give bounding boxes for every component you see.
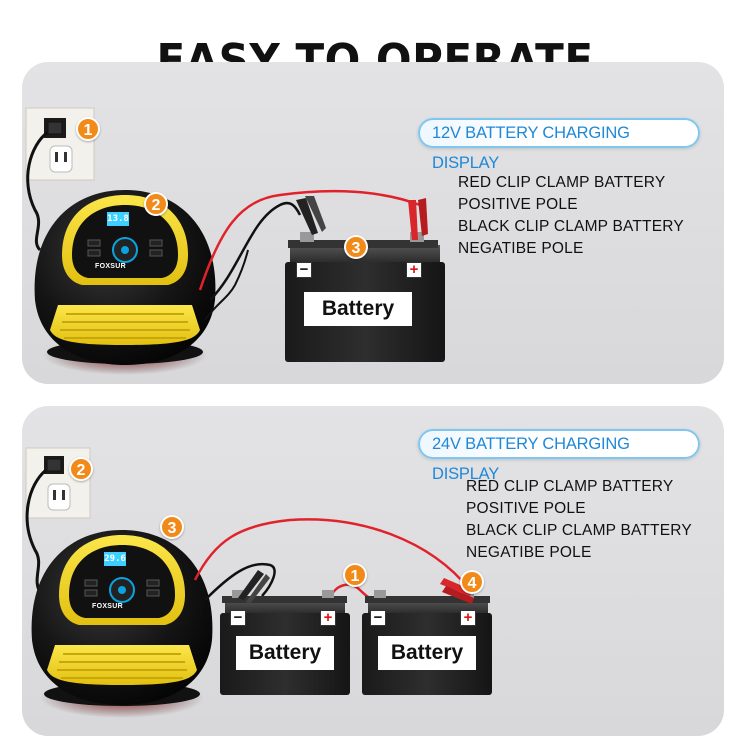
section-header-24v: 24V BATTERY CHARGING DISPLAY bbox=[418, 429, 700, 483]
positive-terminal-label: + bbox=[320, 610, 336, 626]
charger-display: 29.6 bbox=[104, 552, 126, 566]
charger-brand: FOXSUR bbox=[92, 603, 123, 610]
negative-terminal-label: − bbox=[370, 610, 386, 626]
instruction-line: BLACK CLIP CLAMP BATTERY bbox=[458, 218, 684, 235]
step-badge: 3 bbox=[344, 235, 368, 259]
positive-terminal-label: + bbox=[406, 262, 422, 278]
step-badge: 1 bbox=[76, 117, 100, 141]
section-header-12v: 12V BATTERY CHARGING DISPLAY bbox=[418, 118, 700, 172]
instructions-12v: RED CLIP CLAMP BATTERY POSITIVE POLE BLA… bbox=[458, 172, 684, 260]
instruction-line: POSITIVE POLE bbox=[458, 196, 578, 213]
positive-terminal-label: + bbox=[460, 610, 476, 626]
step-badge: 1 bbox=[343, 563, 367, 587]
instruction-line: POSITIVE POLE bbox=[466, 500, 586, 517]
instruction-line: NEGATIBE POLE bbox=[466, 544, 592, 561]
negative-terminal-label: − bbox=[230, 610, 246, 626]
step-badge: 3 bbox=[160, 515, 184, 539]
step-badge: 2 bbox=[144, 192, 168, 216]
step-badge: 4 bbox=[460, 570, 484, 594]
instruction-line: RED CLIP CLAMP BATTERY bbox=[466, 478, 674, 495]
negative-terminal-label: − bbox=[296, 262, 312, 278]
battery-label: Battery bbox=[236, 636, 334, 670]
instruction-line: NEGATIBE POLE bbox=[458, 240, 584, 257]
battery-label: Battery bbox=[304, 292, 412, 326]
instruction-line: RED CLIP CLAMP BATTERY bbox=[458, 174, 666, 191]
instructions-24v: RED CLIP CLAMP BATTERY POSITIVE POLE BLA… bbox=[466, 476, 692, 564]
instruction-line: BLACK CLIP CLAMP BATTERY bbox=[466, 522, 692, 539]
charger-display: 13.8 bbox=[107, 212, 129, 226]
charger-brand: FOXSUR bbox=[95, 263, 126, 270]
battery-label: Battery bbox=[378, 636, 476, 670]
step-badge: 2 bbox=[69, 457, 93, 481]
